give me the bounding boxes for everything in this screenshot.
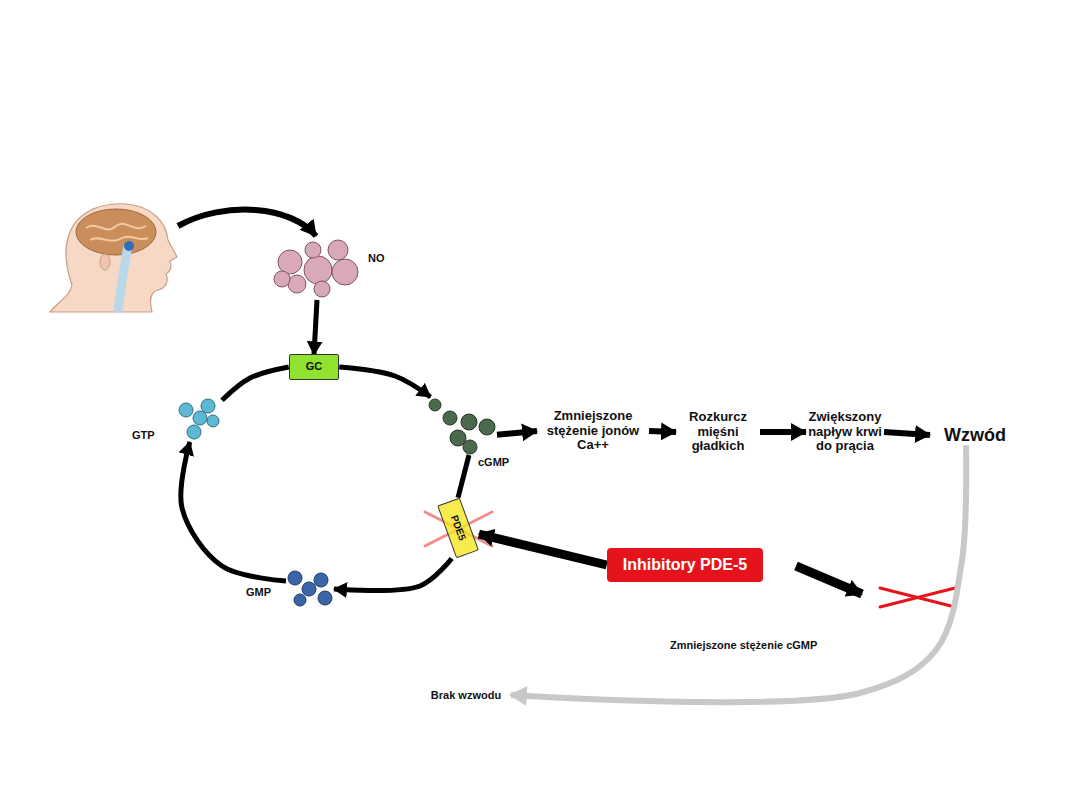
process-text: Zwiększony napływ krwi do prącia [806,410,884,455]
molecule [479,419,495,435]
molecule [314,573,328,587]
molecule [288,571,302,585]
head-illustration [50,204,177,312]
molecule [274,271,290,287]
flow-arrow [649,431,676,432]
molecule-label: NO [368,252,385,264]
molecule [463,440,477,454]
block-cross [880,588,955,607]
node-text: Zmniejszone stężenie jonów Ca++ [537,409,649,454]
flow-arrow [884,432,930,435]
molecule [332,259,358,285]
node-text: Wzwód [930,425,1020,446]
flow-arrow [339,367,430,397]
molecule [328,240,348,260]
enzyme-box: PDE5 [437,498,479,559]
flow-arrow [760,429,806,435]
molecule-cluster: NO [272,236,362,300]
molecule [278,250,302,274]
molecule [294,594,306,606]
molecule [179,403,193,417]
molecule-cluster: GTP [176,398,222,442]
molecule [305,242,321,258]
molecule [318,591,332,605]
molecule [288,275,306,293]
node-text: Brak wzwodu [421,689,511,702]
molecule [443,411,457,425]
outcome-text: Wzwód [930,425,1020,446]
molecule-circles [272,236,362,300]
drug-box: Inhibitory PDE-5 [607,548,763,581]
molecule [193,411,207,425]
molecule [187,425,201,439]
molecule-circles [427,397,497,455]
flow-arrow [334,558,452,590]
flow-arrow [458,455,469,498]
enzyme-box: GC [289,354,340,379]
node-text: Rozkurcz mięśni gładkich [676,410,760,455]
flow-arrow [181,442,286,581]
molecule-cluster: cGMP [427,397,497,455]
molecule-cluster: GMP [286,569,334,609]
molecule [461,414,477,430]
flow-arrow [497,431,537,435]
flow-arrow [314,300,317,354]
molecule-label: GTP [132,429,155,441]
node-text: PDE5 [448,514,468,543]
process-text: Zmniejszone stężenie jonów Ca++ [537,409,649,454]
molecule [314,281,330,297]
block-cross [425,512,492,546]
flow-arrow [479,534,607,565]
molecule-label: GMP [246,586,271,598]
outcome-text: Brak wzwodu [421,689,511,702]
process-text: Rozkurcz mięśni gładkich [676,410,760,455]
flow-arrow [222,367,289,400]
molecule [207,415,219,427]
node-text: Zwiększony napływ krwi do prącia [806,410,884,455]
molecule-label: cGMP [478,456,509,468]
node-text: Inhibitory PDE-5 [623,555,747,574]
molecule [304,256,332,284]
molecule [201,399,215,413]
signal-arrow [178,210,316,236]
molecule [429,399,441,411]
molecule [302,582,316,596]
flow-arrow [511,445,966,702]
node-text: GC [306,360,323,373]
edge-label: Zmniejszone stężenie cGMP [668,638,848,652]
molecule-circles [286,569,334,609]
molecule-circles [176,398,222,442]
inhibit-arrow [796,566,862,594]
